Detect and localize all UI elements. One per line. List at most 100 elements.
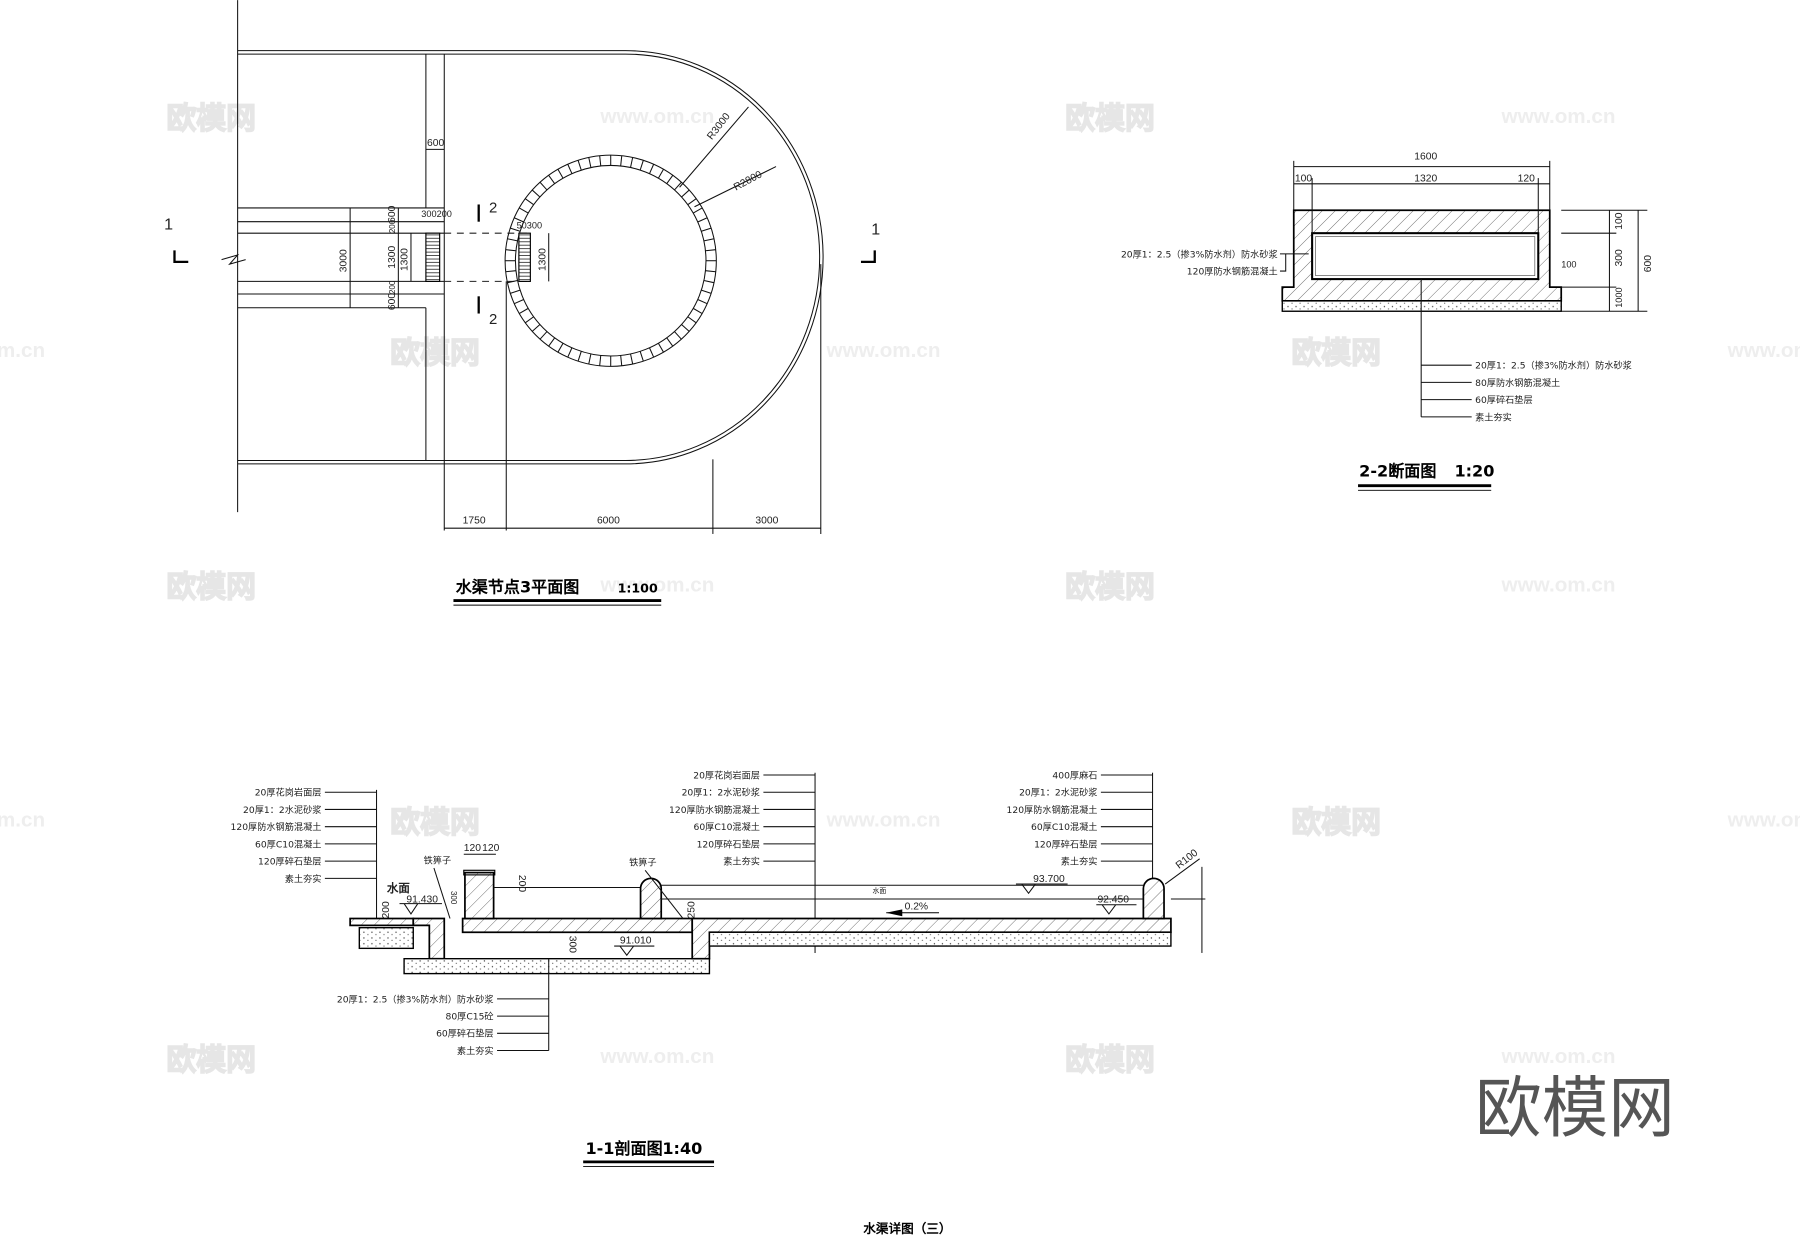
dimension-label: 3000: [755, 516, 778, 527]
material-note: 20厚1：2.5（掺3%防水剂）防水砂浆: [1475, 360, 1632, 372]
dimension-label: 200: [388, 219, 397, 233]
section-2-2: 1600 100 1320 120 100 300 600 100 1000 2…: [1121, 152, 1654, 491]
dimension-label: 6000: [597, 516, 620, 527]
watermark-logo: 欧模网: [1065, 570, 1154, 605]
dimension-label: 1000: [1614, 287, 1624, 307]
dimension-label: 300: [449, 891, 458, 905]
section-mark-1-right: [860, 250, 876, 264]
paving-tick: [524, 316, 534, 324]
dimension-label: 1320: [1414, 174, 1437, 185]
paving-tick: [531, 324, 541, 332]
section-mark-1-left: [173, 250, 189, 264]
dimension-label: 100: [1614, 212, 1625, 229]
paving-tick: [630, 157, 634, 168]
grate-label: 铁箅子: [629, 857, 657, 869]
radius-label: R2800: [732, 169, 764, 193]
dimension-label: 100: [1561, 260, 1576, 270]
paving-tick: [539, 331, 548, 340]
paving-tick: [681, 324, 690, 332]
watermark-site: www.om.cn: [599, 1045, 714, 1068]
grate-left: [425, 232, 441, 282]
paving-tick: [588, 157, 592, 168]
dimension-label: 120: [1518, 174, 1535, 185]
dimension-label: 600: [387, 293, 398, 310]
paving-tick: [639, 351, 644, 362]
material-note: 20厚1：2水泥砂浆: [243, 804, 321, 816]
dimension-label: 3000: [339, 249, 350, 272]
grate-label: 铁箅子: [424, 854, 452, 866]
plan-view: 1 1 2 2 R3000 R2800 1750 6000 3000 3000 …: [164, 0, 880, 606]
paving-tick: [510, 289, 521, 294]
paving-tick: [557, 342, 564, 353]
paving-tick: [697, 299, 708, 305]
material-note: 120厚防水钢筋混凝土: [1007, 804, 1098, 816]
water-surface-label: 水面: [872, 886, 886, 895]
paving-tick: [666, 337, 674, 347]
material-note: 60厚碎石垫层: [436, 1028, 494, 1040]
material-note: 素土夯实: [723, 856, 760, 868]
paving-tick: [567, 164, 573, 174]
material-note: 120厚碎石垫层: [697, 838, 760, 850]
dimension-label: 50300: [517, 221, 543, 231]
material-note: 120厚碎石垫层: [1034, 838, 1097, 850]
paving-tick: [514, 217, 524, 223]
watermark-site: www.om.cn: [1501, 573, 1616, 596]
watermark-logo: 欧模网: [1291, 336, 1380, 371]
plan-scale: 1:100: [618, 580, 658, 595]
dimension-label: 1300: [537, 248, 548, 271]
paving-tick: [620, 355, 623, 366]
section-1-1-title: 1-1剖面图: [585, 1139, 662, 1158]
paving-tick: [657, 169, 664, 179]
dimension-label: 120: [482, 843, 499, 854]
watermark-site: www.om.cn: [599, 573, 714, 596]
plan-title: 水渠节点3平面图: [456, 577, 580, 596]
paving-tick: [639, 160, 644, 171]
dimension-label: 120: [464, 843, 481, 854]
paving-tick: [518, 207, 529, 214]
paving-tick: [648, 347, 655, 358]
paving-tick: [703, 238, 715, 242]
material-note: 素土夯实: [285, 873, 322, 885]
watermark-site: www.om.cn: [0, 809, 45, 832]
material-note: 素土夯实: [457, 1045, 494, 1057]
paving-tick: [507, 280, 518, 284]
dimension-label: 300: [1614, 249, 1625, 266]
material-note: 20厚1：2.5（掺3%防水剂）防水砂浆: [337, 993, 494, 1005]
watermark-logo: 欧模网: [1065, 1043, 1154, 1078]
paving-tick: [505, 270, 517, 273]
paving-tick: [588, 353, 592, 365]
paving-tick: [577, 160, 582, 171]
paving-tick: [531, 189, 541, 198]
dimension-label: 200: [516, 875, 527, 892]
paving-tick: [666, 174, 674, 184]
dimension-label: 1600: [1414, 152, 1437, 163]
paving-tick: [524, 198, 534, 206]
material-note: 120厚防水钢筋混凝土: [231, 821, 322, 833]
material-note: 80厚C15砼: [446, 1011, 494, 1023]
grate-right: [518, 232, 531, 282]
section-2-2-scale: 1:20: [1454, 462, 1494, 481]
paving-tick: [687, 198, 697, 206]
dimension-label: 300: [566, 936, 577, 953]
paving-tick: [577, 351, 582, 362]
paving-tick: [548, 337, 556, 347]
material-note: 20厚1：2.5（掺3%防水剂）防水砂浆: [1121, 248, 1278, 260]
watermark-big-logo: 欧模网: [1475, 1069, 1675, 1147]
section-label: 1: [164, 216, 173, 234]
material-note: 60厚碎石垫层: [1475, 394, 1533, 406]
paving-tick: [692, 207, 703, 214]
material-note: 60厚C10混凝土: [255, 838, 321, 850]
material-note: 20厚1：2水泥砂浆: [1019, 787, 1097, 799]
material-note: 20厚花岗岩面层: [255, 787, 322, 799]
paving-tick: [599, 155, 602, 167]
paving-tick: [705, 249, 716, 252]
watermark-site: www.om.cn: [1727, 809, 1800, 832]
material-note: 80厚防水钢筋混凝土: [1475, 377, 1560, 389]
material-note: 20厚花岗岩面层: [693, 769, 760, 781]
dimension-label: 100: [1295, 174, 1312, 185]
watermark-site: www.om.cn: [1501, 1045, 1616, 1068]
elevation-label: 91.430: [406, 894, 438, 905]
section-2-2-title: 2-2断面图: [1359, 462, 1436, 481]
section-label: 2: [489, 200, 497, 217]
